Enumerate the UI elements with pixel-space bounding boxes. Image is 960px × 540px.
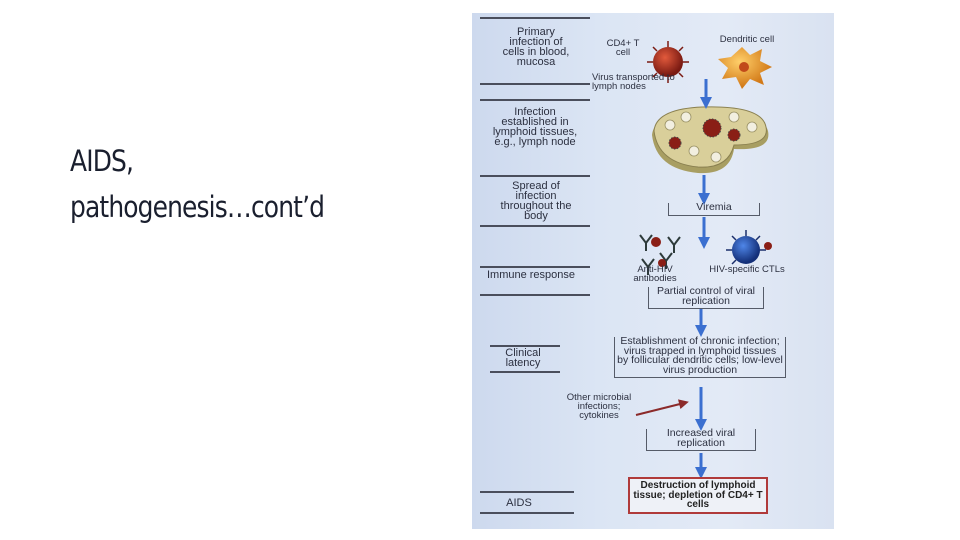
label-ctls: HIV-specific CTLs [709, 264, 785, 275]
stage-primary-infection: Primary infection of cells in blood, muc… [502, 26, 570, 68]
stage-lymphoid-infection: Infection established in lymphoid tissue… [492, 106, 578, 148]
stage-divider [480, 266, 590, 268]
label-virus-transport: Virus transported to lymph nodes [592, 72, 675, 92]
stage-immune-response: Immune response [486, 269, 576, 281]
red-arrow [635, 399, 689, 416]
stage-aids: AIDS [506, 497, 532, 509]
stage-divider [480, 225, 590, 227]
cd4-t-cell-icon [647, 41, 689, 83]
ctl-cell-icon [726, 230, 772, 265]
label-viremia: Viremia [668, 202, 760, 216]
label-partial-control: Partial control of viral replication [648, 286, 764, 309]
figure-graphics [635, 41, 772, 479]
label-destruction: Destruction of lymphoid tissue; depletio… [628, 477, 768, 514]
stage-divider [480, 17, 590, 19]
stage-divider [490, 345, 560, 347]
stage-divider [480, 83, 590, 85]
slide-title: AIDS, pathogenesis…cont’d [70, 138, 397, 230]
stage-divider [480, 294, 590, 296]
label-antibodies: Anti-HIV antibodies [633, 264, 677, 284]
label-cd4-t-cell: CD4+ T cell [606, 38, 640, 58]
stage-divider [490, 371, 560, 373]
pathogenesis-figure: Primary infection of cells in blood, muc… [472, 13, 834, 529]
flow-arrows [695, 79, 712, 479]
slide-title-line-1: AIDS, [70, 144, 134, 178]
stage-divider [480, 175, 590, 177]
stage-divider [480, 99, 590, 101]
antibodies-icon [639, 234, 681, 275]
label-other-infections: Other microbial infections; cytokines [566, 392, 632, 421]
slide-title-line-2: pathogenesis…cont’d [70, 190, 325, 224]
stage-spread: Spread of infection throughout the body [500, 180, 572, 222]
dendritic-cell-icon [718, 47, 772, 89]
stage-clinical-latency: Clinical latency [505, 347, 541, 369]
label-increased-replication: Increased viral replication [646, 428, 756, 451]
label-chronic-infection: Establishment of chronic infection; viru… [614, 336, 786, 378]
stage-divider [480, 512, 574, 514]
label-dendritic-cell: Dendritic cell [719, 34, 775, 45]
lymph-node-icon [652, 106, 769, 174]
stage-divider [480, 491, 574, 493]
